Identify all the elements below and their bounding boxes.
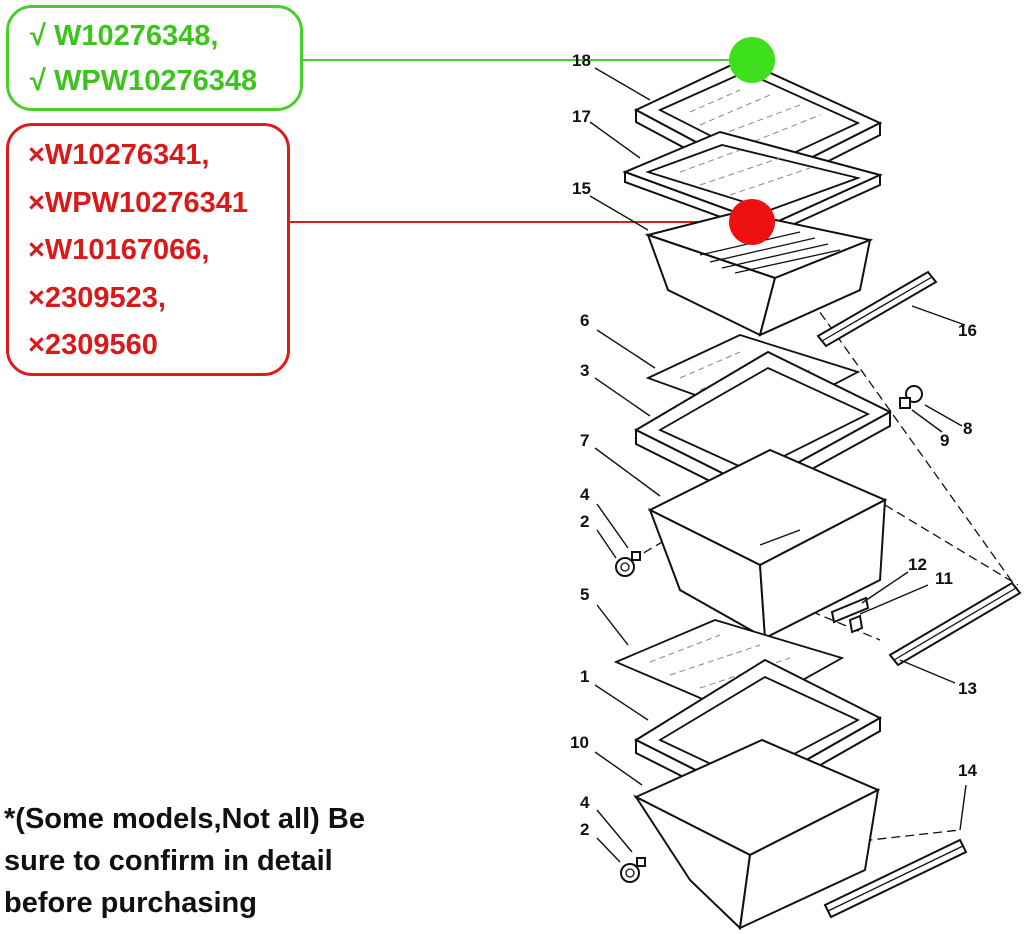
incompatible-part-number: ×WPW10276341 <box>28 187 249 219</box>
callout-number: 18 <box>572 51 591 70</box>
callout-number: 6 <box>580 311 589 330</box>
callout-number: 17 <box>572 107 591 126</box>
compatible-parts-box <box>6 5 303 111</box>
part-8-9-roller <box>899 385 923 409</box>
assembly-line <box>689 129 1019 591</box>
part-11-12-clip <box>830 596 870 634</box>
incompatible-parts-box <box>6 123 290 376</box>
callout-number: 1 <box>580 667 589 686</box>
compatible-part-number: √ W10276348, <box>30 20 219 52</box>
callout-number: 2 <box>580 820 589 839</box>
note-line: sure to confirm in detail <box>4 845 333 878</box>
callout-number: 2 <box>580 512 589 531</box>
callout-number: 9 <box>940 431 949 450</box>
callout-number: 7 <box>580 431 589 450</box>
incompatible-part-number: ×2309560 <box>28 329 158 361</box>
callout-number: 14 <box>958 761 977 780</box>
part-7-drawer <box>647 448 888 640</box>
callout-number: 4 <box>580 485 590 504</box>
compatible-part-number: √ WPW10276348 <box>30 65 258 97</box>
callout-number: 15 <box>572 179 591 198</box>
part-14-rail <box>823 838 968 919</box>
part-15-pan <box>644 210 874 337</box>
compatible-part-marker <box>729 37 775 83</box>
part-16-rail <box>816 270 938 348</box>
callout-number: 3 <box>580 361 589 380</box>
part-2-4-hardware <box>615 551 641 577</box>
callout-number: 12 <box>908 555 927 574</box>
incompatible-part-number: ×W10167066, <box>28 234 210 266</box>
callout-number: 11 <box>935 569 953 588</box>
assembly-line <box>884 504 1019 586</box>
callout-number: 4 <box>580 793 590 812</box>
note-line: before purchasing <box>4 887 257 920</box>
callout-number: 5 <box>580 585 589 604</box>
incompatible-part-number: ×W10276341, <box>28 139 210 171</box>
part-13-rail <box>888 581 1022 667</box>
callout-number: 10 <box>570 733 589 752</box>
part-2-4-hardware <box>620 857 646 883</box>
note-line: *(Some models,Not all) Be <box>4 803 365 835</box>
callout-number: 13 <box>958 679 977 698</box>
part-10-drawer <box>633 738 881 931</box>
leader-lines <box>589 67 967 863</box>
callout-number: 8 <box>963 419 972 438</box>
part-5-glass-cover <box>613 619 845 717</box>
callout-number: 16 <box>958 321 977 340</box>
purchase-note: *(Some models,Not all) Be sure to confir… <box>4 798 444 924</box>
incompatible-part-marker <box>729 199 775 245</box>
incompatible-part-number: ×2309523, <box>28 282 166 314</box>
